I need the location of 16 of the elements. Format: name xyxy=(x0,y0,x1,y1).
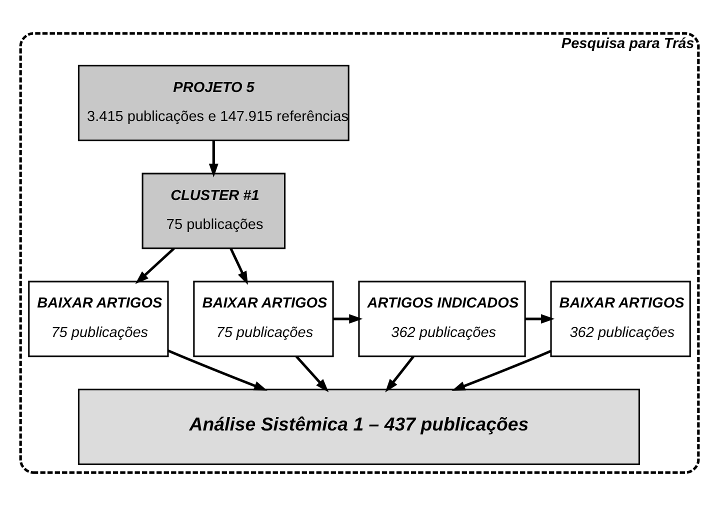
arrow xyxy=(385,356,414,392)
arrow xyxy=(295,356,329,392)
node-box: CLUSTER #1 75 publicações xyxy=(142,172,286,250)
node-box: ARTIGOS INDICADOS 362 publicações xyxy=(358,280,526,358)
node-box: BAIXAR ARTIGOS 75 publicações xyxy=(193,280,334,358)
arrow xyxy=(208,140,218,178)
node-box: PROJETO 5 3.415 publicações e 147.915 referências xyxy=(78,64,350,142)
arrow xyxy=(333,314,363,324)
arrow xyxy=(230,248,248,285)
node-box: BAIXAR ARTIGOS 362 publicações xyxy=(550,280,691,358)
arrow xyxy=(135,247,175,284)
node-box: Análise Sistêmica 1 – 437 publicações xyxy=(78,388,640,466)
arrow xyxy=(168,349,268,391)
arrow xyxy=(525,314,555,324)
arrow xyxy=(452,350,552,391)
node-box: BAIXAR ARTIGOS 75 publicações xyxy=(28,280,169,358)
